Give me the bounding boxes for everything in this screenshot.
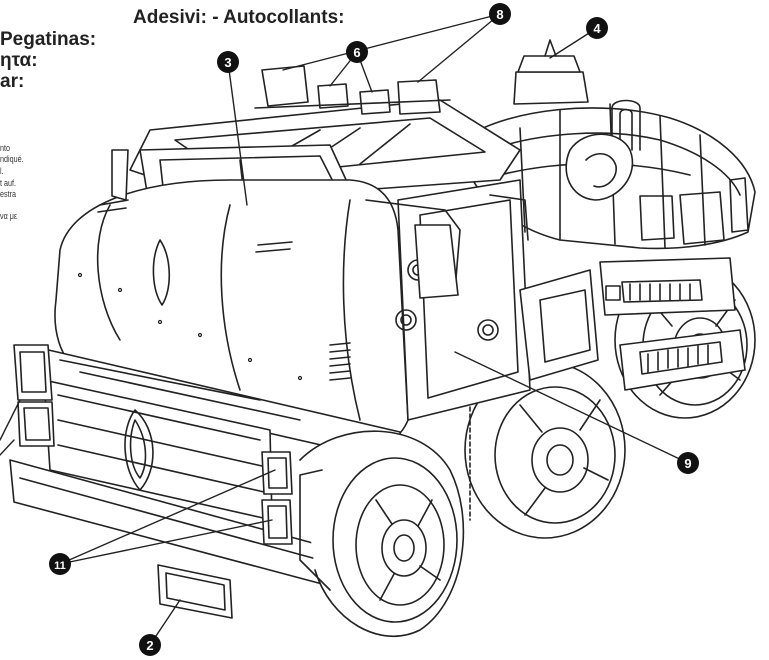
heading-line-2: Pegatinas:	[0, 29, 97, 50]
front-wheel	[299, 430, 465, 638]
callout-6: 6	[346, 41, 368, 63]
instruction-line-6: να με	[0, 211, 18, 221]
heading-line-1: Adesivi: - Autocollants:	[133, 7, 345, 28]
callout-2: 2	[139, 634, 161, 656]
svg-text:11: 11	[54, 560, 66, 572]
callout-9: 9	[677, 452, 699, 474]
heading-line-3: ητα:	[0, 50, 38, 71]
svg-text:8: 8	[496, 7, 503, 22]
callout-3: 3	[217, 51, 239, 73]
instruction-line-1: nto	[0, 143, 11, 153]
callout-4: 4	[586, 17, 608, 39]
instruction-line-5: estra	[0, 189, 17, 199]
svg-text:9: 9	[684, 456, 691, 471]
instruction-line-4: t auf.	[0, 178, 17, 188]
svg-text:4: 4	[593, 21, 601, 36]
instruction-line-3: l.	[0, 166, 4, 176]
callout-8: 8	[489, 3, 511, 25]
callout-11: 11	[49, 553, 71, 575]
svg-text:6: 6	[353, 45, 360, 60]
svg-text:2: 2	[146, 638, 153, 653]
front-bumper	[9, 344, 405, 619]
side-mechanism	[599, 257, 746, 391]
svg-text:3: 3	[224, 55, 231, 70]
instruction-line-2: ndiqué.	[0, 154, 24, 164]
rear-turret	[469, 39, 756, 250]
heading-line-4: ar:	[0, 71, 25, 92]
